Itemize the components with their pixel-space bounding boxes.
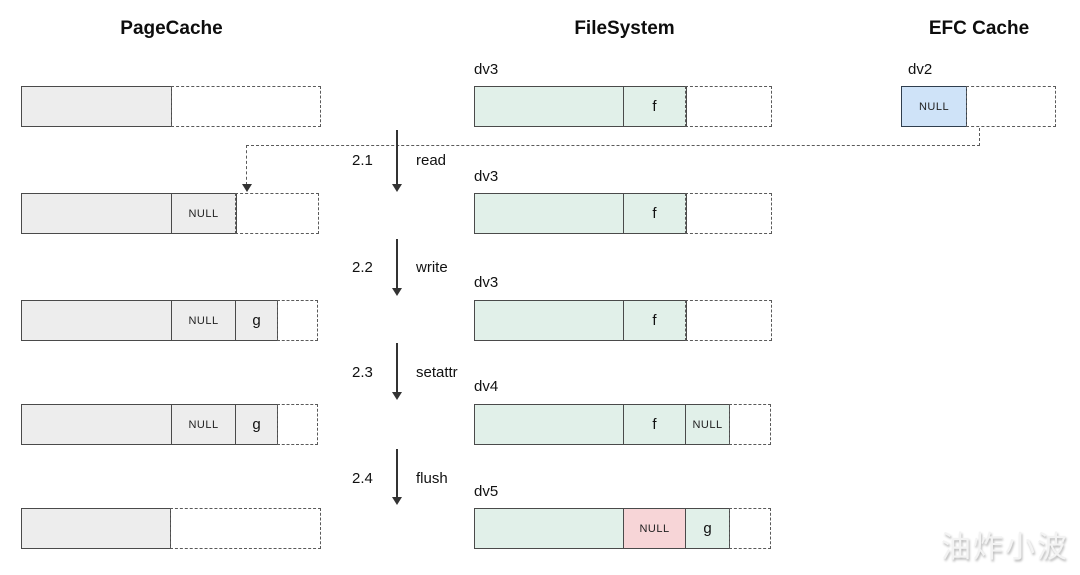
segment-label: f xyxy=(652,205,657,222)
g-segment: g xyxy=(685,508,730,549)
null-segment: NULL xyxy=(685,404,730,445)
fs-device-label: dv4 xyxy=(474,378,499,395)
efc-device-label: dv2 xyxy=(908,61,933,78)
filesystem-row: NULL g xyxy=(474,508,771,549)
segment-label: NULL xyxy=(188,207,219,220)
null-segment: NULL xyxy=(622,508,687,549)
empty-segment xyxy=(276,300,318,341)
data-segment xyxy=(474,193,624,234)
pagecache-row: NULL xyxy=(21,193,319,234)
step-action: write xyxy=(416,259,448,276)
cached-segment xyxy=(21,404,172,445)
f-segment: f xyxy=(622,193,687,234)
connector-efc-drop-line xyxy=(979,128,980,146)
empty-segment xyxy=(965,86,1056,127)
column-title-pagecache: PageCache xyxy=(120,18,223,39)
fs-device-label: dv3 xyxy=(474,61,499,78)
column-title-filesystem: FileSystem xyxy=(574,18,675,39)
null-segment: NULL xyxy=(170,193,237,234)
segment-label: g xyxy=(703,520,712,537)
step-action: read xyxy=(416,152,447,169)
down-arrowhead-icon xyxy=(392,288,402,296)
down-arrowhead-icon xyxy=(392,184,402,192)
step-arrow-line xyxy=(396,239,398,288)
segment-label: NULL xyxy=(188,314,219,327)
segment-label: g xyxy=(252,312,261,329)
data-segment xyxy=(474,508,624,549)
cached-segment xyxy=(21,193,172,234)
empty-segment xyxy=(170,86,321,127)
down-arrowhead-icon xyxy=(392,392,402,400)
f-segment: f xyxy=(622,300,687,341)
efc-cache-row: NULL xyxy=(901,86,1056,127)
step-action: flush xyxy=(416,470,448,487)
pagecache-row xyxy=(21,508,321,549)
empty-segment xyxy=(685,86,772,127)
null-segment: NULL xyxy=(170,300,237,341)
fs-device-label: dv5 xyxy=(474,483,499,500)
step-arrow-line xyxy=(396,343,398,392)
step-number: 2.2 xyxy=(352,259,373,276)
empty-segment xyxy=(728,508,771,549)
g-segment: g xyxy=(235,300,278,341)
step-arrow-line xyxy=(396,130,398,184)
segment-label: f xyxy=(652,312,657,329)
segment-label: NULL xyxy=(639,522,670,535)
data-segment xyxy=(474,86,624,127)
pagecache-row xyxy=(21,86,321,127)
empty-segment xyxy=(685,300,772,341)
segment-label: NULL xyxy=(692,418,723,431)
filesystem-row: f xyxy=(474,193,772,234)
empty-segment xyxy=(276,404,318,445)
empty-segment xyxy=(169,508,321,549)
cached-segment xyxy=(21,86,172,127)
cached-segment xyxy=(21,508,171,549)
segment-label: NULL xyxy=(918,100,950,113)
pagecache-row: NULL g xyxy=(21,300,318,341)
connector-horizontal-line xyxy=(246,145,980,146)
down-arrowhead-icon xyxy=(392,497,402,505)
pagecache-row: NULL g xyxy=(21,404,318,445)
step-arrow-line xyxy=(396,449,398,497)
null-segment: NULL xyxy=(901,86,967,127)
connector-pagecache-drop-line xyxy=(246,145,247,185)
cached-segment xyxy=(21,300,172,341)
f-segment: f xyxy=(622,404,687,445)
step-action: setattr xyxy=(416,364,458,381)
empty-segment xyxy=(235,193,319,234)
step-number: 2.3 xyxy=(352,364,373,381)
filesystem-row: f xyxy=(474,300,772,341)
segment-label: NULL xyxy=(188,418,219,431)
filesystem-row: f NULL xyxy=(474,404,771,445)
empty-segment xyxy=(728,404,771,445)
watermark-text: 油炸小波 xyxy=(941,531,1069,564)
segment-label: f xyxy=(652,416,657,433)
null-segment: NULL xyxy=(170,404,237,445)
segment-label: g xyxy=(252,416,261,433)
filesystem-row: f xyxy=(474,86,772,127)
segment-label: f xyxy=(652,98,657,115)
g-segment: g xyxy=(235,404,278,445)
connector-arrowhead-icon xyxy=(242,184,252,192)
step-number: 2.1 xyxy=(352,152,373,169)
fs-device-label: dv3 xyxy=(474,168,499,185)
step-number: 2.4 xyxy=(352,470,373,487)
f-segment: f xyxy=(622,86,687,127)
data-segment xyxy=(474,404,624,445)
fs-device-label: dv3 xyxy=(474,274,499,291)
data-segment xyxy=(474,300,624,341)
column-title-efc-cache: EFC Cache xyxy=(928,18,1030,39)
empty-segment xyxy=(685,193,772,234)
